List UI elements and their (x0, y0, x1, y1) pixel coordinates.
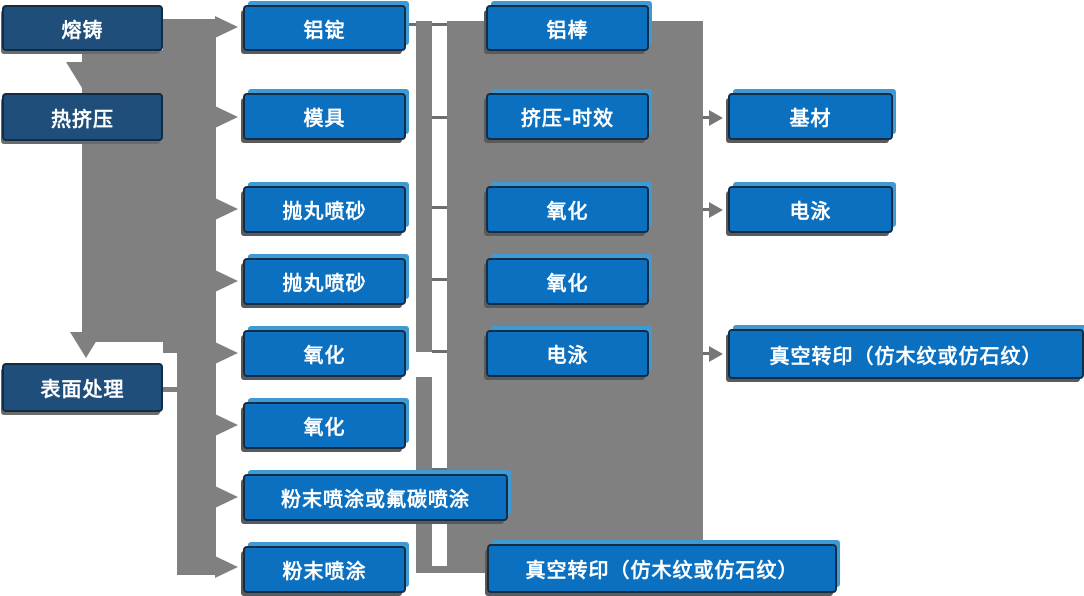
node-surface-treatment: 表面处理 (2, 363, 163, 412)
arrowhead-to-shot-blasting-2 (215, 270, 238, 292)
node-aluminum-rod: 铝棒 (486, 5, 649, 51)
link-aluminum-ingot-to-rail (405, 23, 416, 26)
node-vacuum-transfer-2: 真空转印（仿木纹或仿石纹） (728, 329, 1084, 379)
node-aluminum-ingot: 铝锭 (243, 5, 406, 51)
node-oxidation-2: 氧化 (243, 402, 406, 449)
link-rail-to-trunk-row3 (432, 206, 447, 209)
arrowhead-to-oxidation-2 (215, 414, 238, 436)
node-hot-extrusion: 热挤压 (2, 93, 163, 141)
node-oxidation-3: 氧化 (486, 186, 649, 233)
connector-branch-trunk-upper (163, 19, 216, 353)
node-powder-coating: 粉末喷涂 (243, 546, 406, 593)
node-extrusion-aging: 挤压-时效 (486, 93, 649, 140)
connector-surface-treatment-stub (163, 387, 178, 392)
arrowhead-to-substrate (709, 110, 723, 126)
link-rail-to-trunk-row2 (432, 116, 447, 119)
shaft-to-vacuum-transfer-2 (703, 352, 711, 355)
arrowhead-to-electrophoresis-2 (709, 202, 723, 218)
arrowhead-to-vacuum-transfer-2 (709, 346, 723, 362)
node-electrophoresis-1: 电泳 (486, 330, 649, 377)
link-rail-to-trunk-row6 (432, 468, 447, 471)
node-powder-or-fluorocarbon-coating: 粉末喷涂或氟碳喷涂 (243, 474, 508, 521)
node-electrophoresis-2: 电泳 (728, 186, 893, 233)
node-vacuum-transfer-1: 真空转印（仿木纹或仿石纹） (487, 544, 837, 593)
connector-middle-rail-upper (416, 21, 432, 352)
arrowhead-to-powder-coating (215, 556, 238, 578)
arrowhead-to-oxidation-1 (215, 342, 238, 364)
arrowhead-to-surface-treatment (70, 332, 102, 358)
node-oxidation-1: 氧化 (243, 330, 406, 377)
link-rail-to-trunk-row4 (432, 278, 447, 281)
node-mold: 模具 (243, 93, 406, 140)
node-shot-blasting-2: 抛丸喷砂 (243, 258, 406, 305)
connector-branch-trunk-lower (177, 353, 216, 575)
node-melt-cast: 熔铸 (2, 5, 163, 51)
node-substrate: 基材 (728, 93, 893, 140)
node-oxidation-4: 氧化 (486, 258, 649, 305)
arrowhead-to-mold (215, 106, 238, 128)
shaft-to-substrate (703, 116, 711, 119)
arrowhead-to-aluminum-ingot (215, 16, 238, 38)
link-rail-to-trunk-row1 (432, 23, 447, 26)
arrowhead-to-powder-or-fluorocarbon (215, 486, 238, 508)
link-rail-to-trunk-row5 (432, 350, 447, 353)
arrowhead-to-shot-blasting-1 (215, 198, 238, 220)
node-shot-blasting-1: 抛丸喷砂 (243, 186, 406, 233)
shaft-to-electrophoresis-2 (703, 208, 711, 211)
